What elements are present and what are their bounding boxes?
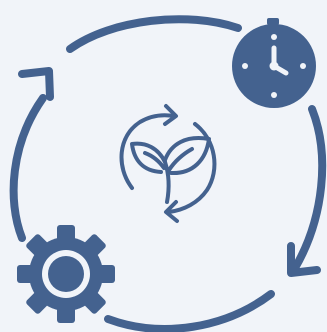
left-ring-arc <box>9 94 47 242</box>
bottom-ring-arc <box>104 290 275 332</box>
clock-icon <box>232 18 316 108</box>
leaf-refresh-icon <box>119 104 217 223</box>
right-ring-arc <box>291 105 327 272</box>
top-ring-arc <box>66 15 242 53</box>
top-left-arrowhead <box>18 67 54 101</box>
bottom-right-arrowhead <box>287 242 321 277</box>
leaf-icon <box>130 136 211 204</box>
gear-icon <box>17 225 115 323</box>
